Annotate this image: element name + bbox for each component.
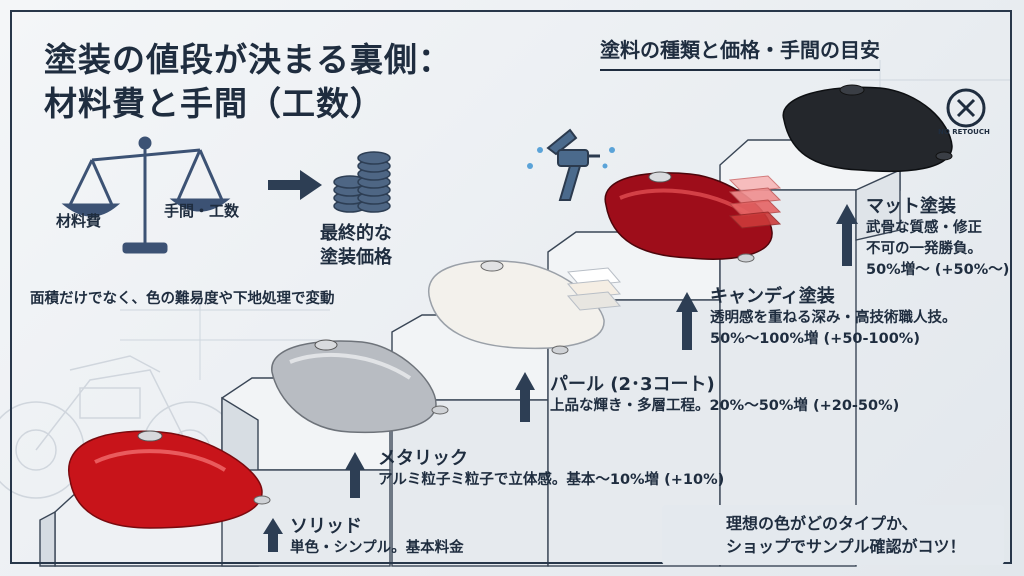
spray-gun-icon bbox=[527, 128, 615, 201]
tip-line-1: 理想の色がどのタイプか、 bbox=[726, 514, 918, 533]
tier-candy-desc: 透明感を重ねる深み・高技術職人技。 50%〜100%増 (+50-100%) bbox=[710, 308, 957, 350]
tank-metallic-silver bbox=[271, 339, 449, 434]
tier-matte-desc-line-3: 50%増〜 (+50%〜) bbox=[866, 262, 1010, 278]
tier-pearl-desc: 上品な輝き・多層工程。20%〜50%増 (+20-50%) bbox=[550, 398, 900, 414]
note-text: 面積だけでなく、色の難易度や下地処理で変動 bbox=[30, 291, 335, 307]
tier-metallic-desc: アルミ粒子ミ粒子で立体感。基本〜10%増 (+10%) bbox=[378, 472, 725, 488]
tier-metallic-name: メタリック bbox=[378, 448, 468, 469]
layers-icon-candy bbox=[728, 175, 782, 229]
tier-pearl-name: パール (2･3コート) bbox=[550, 374, 715, 395]
coin-stack-icon bbox=[333, 151, 391, 213]
tank-matte-black bbox=[782, 84, 953, 173]
tank-pearl-white bbox=[427, 260, 605, 355]
balance-scale-icon bbox=[61, 136, 231, 254]
tier-matte-desc-line-1: 武骨な質感・修正 bbox=[866, 220, 982, 236]
layers-icon-pearl bbox=[566, 267, 622, 311]
tier-matte-desc: 武骨な質感・修正 不可の一発勝負。 50%増〜 (+50%〜) bbox=[866, 218, 1009, 281]
right-arrow-icon bbox=[268, 170, 322, 200]
result-label: 最終的な 塗装価格 bbox=[320, 222, 392, 270]
tier-solid-name: ソリッド bbox=[290, 516, 362, 537]
tip-box bbox=[662, 505, 1004, 565]
result-line-1: 最終的な bbox=[320, 223, 392, 244]
tip-line-2: ショップでサンプル確認がコツ！ bbox=[726, 537, 966, 556]
tier-solid-desc: 単色・シンプル。基本料金 bbox=[290, 540, 464, 556]
tier-matte-name: マット塗装 bbox=[866, 196, 956, 217]
tier-candy-desc-line-2: 50%〜100%増 (+50-100%) bbox=[710, 331, 920, 347]
outer-frame bbox=[10, 10, 1012, 564]
tier-candy-desc-line-1: 透明感を重ねる深み・高技術職人技。 bbox=[710, 310, 957, 326]
title-line-2: 材料費と手間（工数） bbox=[44, 84, 384, 123]
up-arrow-icon bbox=[263, 204, 858, 552]
title-line-1: 塗装の値段が決まる裏側： bbox=[44, 40, 452, 79]
no-retouch-label: NO RETOUCH bbox=[938, 128, 990, 136]
tank-solid-red bbox=[67, 430, 271, 529]
scale-right-label: 手間・工数 bbox=[164, 202, 240, 220]
scale-left-label: 材料費 bbox=[56, 212, 102, 230]
tier-candy-name: キャンディ塗装 bbox=[710, 286, 835, 307]
tip-text: 理想の色がどのタイプか、 ショップでサンプル確認がコツ！ bbox=[726, 512, 966, 558]
result-line-2: 塗装価格 bbox=[320, 247, 392, 268]
page-title: 塗装の値段が決まる裏側： 材料費と手間（工数） bbox=[44, 38, 452, 126]
section-subtitle: 塗料の種類と価格・手間の目安 bbox=[600, 34, 880, 71]
no-retouch-icon bbox=[946, 88, 986, 128]
tier-matte-desc-line-2: 不可の一発勝負。 bbox=[866, 241, 982, 257]
